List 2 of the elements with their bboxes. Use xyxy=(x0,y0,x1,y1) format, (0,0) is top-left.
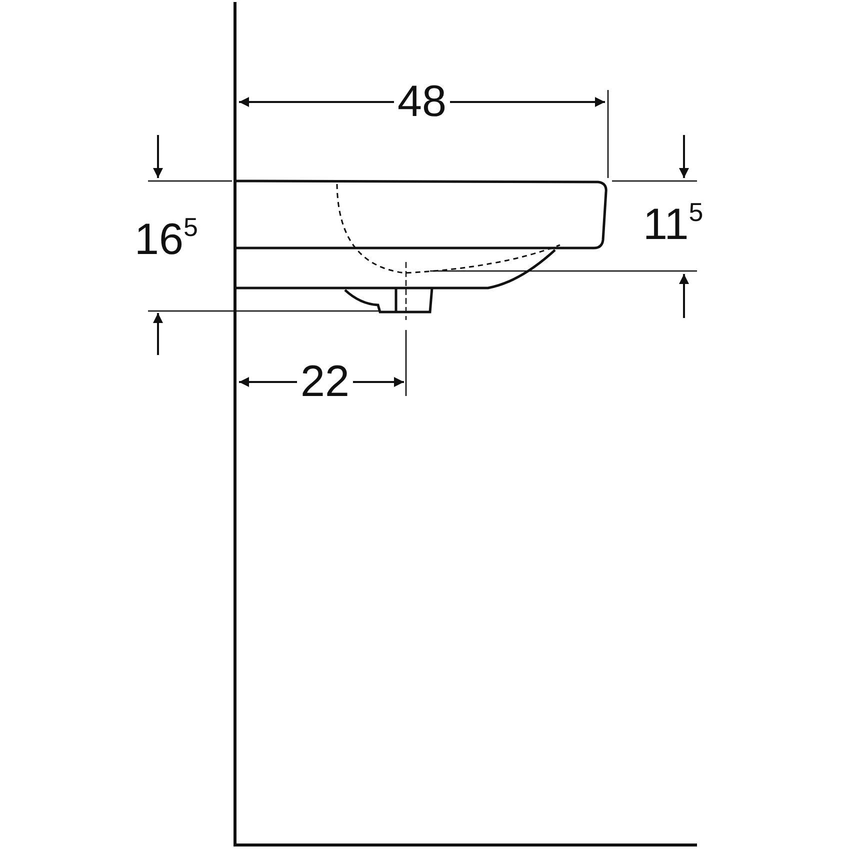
dimension-label: 11$^{5}$ xyxy=(642,203,704,247)
dimension-label: 16$^{5}$ xyxy=(134,218,199,262)
